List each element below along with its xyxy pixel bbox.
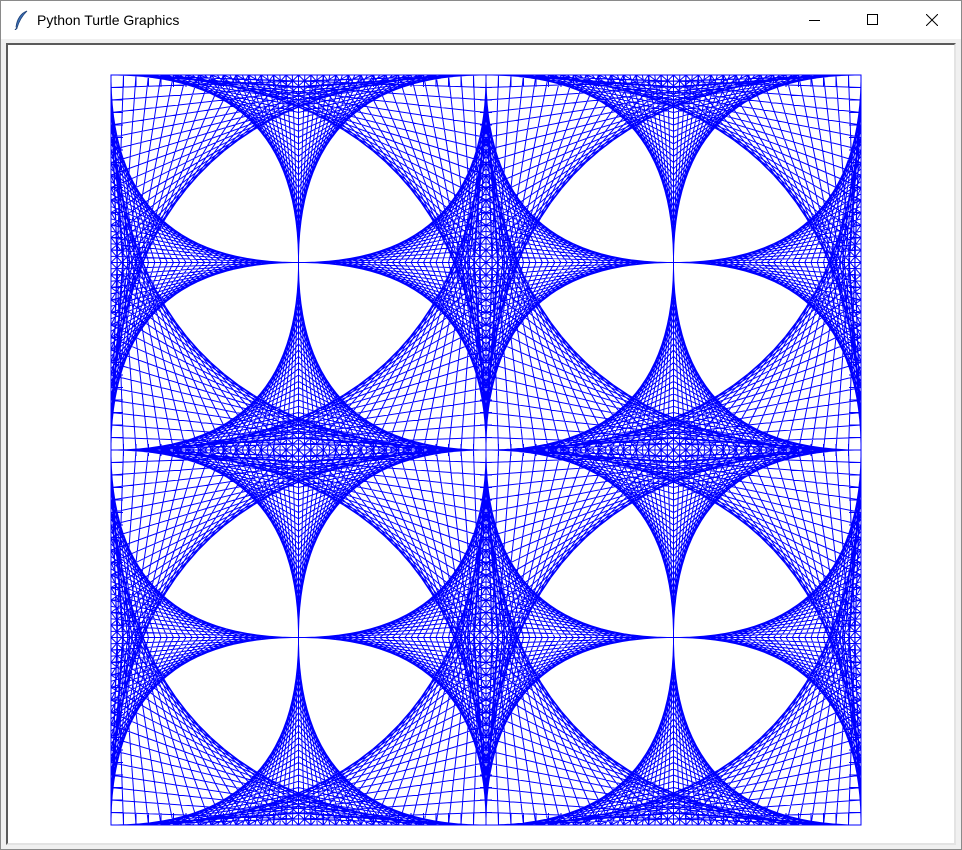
minimize-button[interactable] [786,1,844,39]
window-title: Python Turtle Graphics [37,12,180,28]
title-bar[interactable]: Python Turtle Graphics [1,1,961,39]
string-art-drawing [110,74,862,826]
turtle-canvas[interactable] [6,43,956,845]
maximize-icon [867,14,878,25]
close-button[interactable] [903,1,961,39]
pattern-lines [110,74,862,826]
outer-square [110,74,862,826]
minimize-icon [809,20,820,21]
feather-icon [14,10,28,30]
string-lines [110,74,862,826]
close-icon [926,14,938,26]
maximize-button[interactable] [844,1,902,39]
